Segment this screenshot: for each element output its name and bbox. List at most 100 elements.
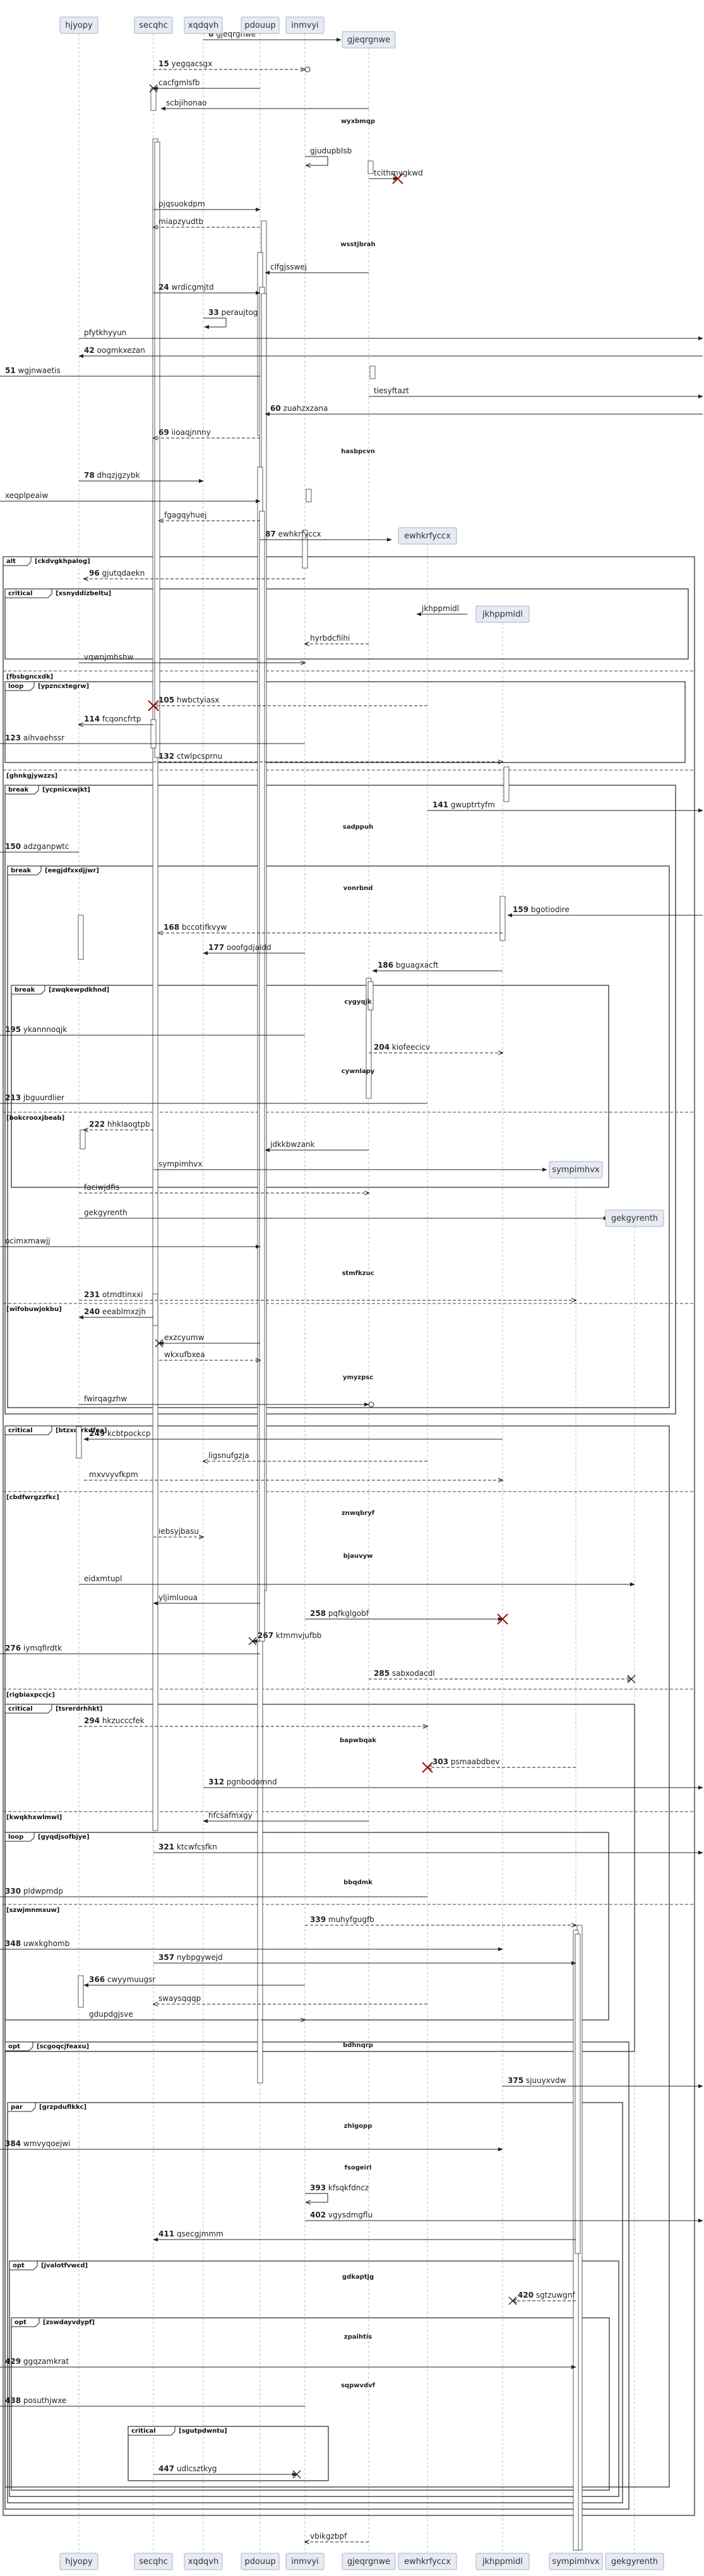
- message: faciwjdfis: [79, 1183, 369, 1193]
- message: miapzyudtb: [153, 217, 260, 227]
- message-text: yljimluoua: [158, 1593, 198, 1602]
- destroy-icon: [292, 2470, 301, 2479]
- message-number: 78: [84, 471, 95, 480]
- message-text: gjudupblsb: [310, 146, 352, 155]
- destroy-icon: [155, 1339, 164, 1348]
- message: 123 aihvaehssr: [0, 733, 305, 744]
- message-text: vqwnjmhshw: [84, 653, 134, 662]
- message-text: kcbtpockcp: [107, 1429, 151, 1438]
- message-label: 312 pgnbodomnd: [208, 1778, 277, 1786]
- message: 339 muhyfgugfb: [305, 1915, 576, 1925]
- fragment-guard: [zwqkewpdkhnd]: [49, 987, 109, 994]
- message-text: ykannnoqjk: [23, 1025, 67, 1034]
- message-label: eidxmtupl: [84, 1574, 122, 1583]
- message-text: dhqzjgzybk: [97, 471, 140, 480]
- message-number: 141: [433, 800, 448, 809]
- message-text: fcqoncfrtp: [102, 715, 141, 723]
- message-label: fwirqagzhw: [84, 1394, 127, 1403]
- activation-bar: [369, 365, 376, 379]
- message-number: 339: [310, 1915, 326, 1924]
- fragment-guard: [grzpduflkkc]: [39, 2104, 87, 2111]
- participant-box: [59, 2553, 98, 2570]
- message-label: 51 wgjnwaetis: [5, 366, 61, 375]
- message: 285 sabxodacdl: [369, 1669, 636, 1683]
- message-text: iymqfirdtk: [23, 1644, 62, 1653]
- activation-bar: [80, 1129, 86, 1149]
- fragment-loop: loop[ypzncxtegrw]: [4, 681, 686, 763]
- message-text: jkhppmidl: [421, 604, 459, 613]
- message-label: yljimluoua: [158, 1593, 198, 1602]
- divider-label: bdhnqrp: [343, 2042, 373, 2049]
- message-text: iioaqjnnny: [172, 428, 211, 437]
- message-number: 159: [513, 905, 528, 914]
- lost-message-icon: [304, 66, 311, 73]
- message-label: 267 ktmmvjufbb: [258, 1631, 321, 1640]
- message-label: 258 pqfkglgobf: [310, 1609, 369, 1618]
- participant-head-created-gekgyrenth: gekgyrenth: [605, 1209, 664, 1227]
- message-text: posuthjwxe: [23, 2396, 66, 2405]
- message: 321 ktcwfcsfkn: [153, 1843, 703, 1855]
- message: cacfgmlsfb: [149, 78, 260, 93]
- message-label: tcithmygkwd: [374, 169, 423, 177]
- message-number: 330: [5, 1887, 21, 1896]
- participant-label: gekgyrenth: [611, 1214, 658, 1223]
- message: 375 sjuuyxvdw: [503, 2076, 703, 2089]
- fragment-kind: loop: [8, 1834, 23, 1841]
- message: ocimxmawjj: [0, 1237, 261, 1249]
- message-text: pldwpmdp: [23, 1887, 63, 1896]
- message: 159 bgotiodire: [507, 905, 703, 918]
- message-label: 330 pldwpmdp: [5, 1887, 63, 1896]
- message-text: ocimxmawjj: [5, 1237, 51, 1245]
- message-text: uwxkghomb: [23, 1939, 69, 1948]
- participant-head-created-jkhppmidl: jkhppmidl: [475, 605, 530, 623]
- message: 150 adzganpwtc: [0, 842, 79, 853]
- message-number: 195: [5, 1025, 21, 1034]
- message: fwirqagzhw: [79, 1394, 374, 1408]
- message: hfcsafmxgy: [203, 1811, 369, 1824]
- activation-bar: [367, 160, 374, 174]
- fragment-tab: [128, 2426, 176, 2436]
- fragment-critical: critical[tsrerdrhhkt]: [4, 1704, 635, 2052]
- activation-bar: [499, 896, 506, 941]
- fragment-guard: [kwqkhxwlmwl]: [6, 1814, 62, 1821]
- participant-label: jkhppmidl: [482, 2557, 523, 2567]
- participant-head-bottom-gekgyrenth: gekgyrenth: [605, 2553, 664, 2570]
- message-label: 429 ggqzamkrat: [5, 2357, 69, 2366]
- message-label: jkhppmidl: [421, 604, 459, 613]
- participant-label: jkhppmidl: [482, 610, 523, 619]
- message-number: 15: [158, 59, 169, 68]
- participant-head-top-secqhc: secqhc: [134, 16, 173, 34]
- message-number: 420: [518, 2291, 534, 2300]
- message: 267 ktmmvjufbb: [248, 1631, 321, 1646]
- message: 438 posuthjwxe: [0, 2396, 305, 2407]
- fragment-tab: [4, 588, 52, 598]
- message: yljimluoua: [153, 1593, 260, 1606]
- message-number: 60: [270, 404, 281, 413]
- message-text: faciwjdfis: [84, 1183, 119, 1192]
- fragment-loop: loop[gyqdjsofbjye]: [4, 1832, 609, 2021]
- message-label: 141 gwuptrtyfm: [433, 800, 495, 809]
- fragment-guard: [wifobuwjokbu]: [6, 1306, 62, 1313]
- message: 213 jbguurdlier: [0, 1093, 427, 1104]
- message-number: 312: [208, 1778, 224, 1786]
- fragment-kind: break: [11, 867, 32, 874]
- fragment-break: break[ycpnicxwjkt]: [4, 785, 676, 1415]
- fragment-opt: opt[scgoqcjfeaxu]: [4, 2041, 629, 2510]
- message: 429 ggqzamkrat: [0, 2357, 576, 2370]
- participant-label: secqhc: [139, 2557, 168, 2567]
- activation-bar: [503, 766, 510, 802]
- participant-label: hjyopy: [65, 2557, 93, 2567]
- fragment-break: break[zwqkewpdkhnd]: [11, 985, 609, 1188]
- participant-label: sympimhvx: [552, 2557, 600, 2567]
- message-number: 6: [208, 30, 213, 39]
- message-text: wmvyqoejwi: [23, 2139, 71, 2148]
- message-label: 105 hwbctyiasx: [158, 696, 219, 704]
- participant-label: inmvyi: [291, 2557, 319, 2567]
- message: jdkkbwzank: [265, 1140, 369, 1153]
- message-text: kiofeecicv: [392, 1043, 430, 1052]
- message: xeqplpeaiw: [0, 491, 261, 504]
- message-text: xeqplpeaiw: [5, 491, 48, 500]
- message-text: kfsqkfdncz: [328, 2183, 369, 2192]
- fragment-frame: [11, 985, 609, 1188]
